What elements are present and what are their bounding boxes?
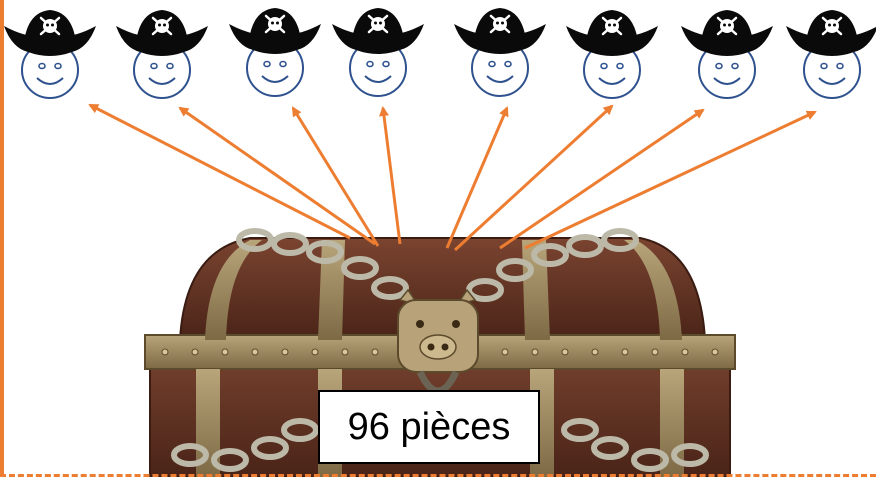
- pirate-4: [332, 8, 424, 97]
- bottom-dashed-border: [0, 474, 876, 477]
- pirate-6: [566, 10, 658, 99]
- left-accent-bar: [0, 0, 4, 477]
- pirate-7: [681, 10, 773, 99]
- arrow-to-pirate-2: [178, 106, 376, 246]
- arrow-to-pirate-6: [453, 104, 614, 252]
- pirate-3: [229, 8, 321, 97]
- arrow-to-pirate-1: [88, 103, 351, 240]
- coin-count-box: 96 pièces: [318, 390, 540, 464]
- pirate-5: [454, 8, 546, 97]
- pig-padlock-icon: [397, 288, 479, 395]
- arrow-to-pirate-8: [524, 110, 817, 250]
- arrow-to-pirate-4: [379, 106, 402, 245]
- pirate-8: [786, 10, 876, 99]
- arrow-to-pirate-7: [499, 108, 705, 250]
- pirates-row: [4, 8, 876, 99]
- arrow-to-pirate-3: [291, 106, 380, 247]
- pirate-hat-icon: [786, 10, 876, 56]
- pirate-2: [116, 10, 208, 99]
- coin-count-label: 96 pièces: [347, 405, 511, 448]
- pirate-1: [4, 10, 96, 99]
- arrow-to-pirate-5: [445, 106, 509, 249]
- arrows-group: [88, 103, 817, 252]
